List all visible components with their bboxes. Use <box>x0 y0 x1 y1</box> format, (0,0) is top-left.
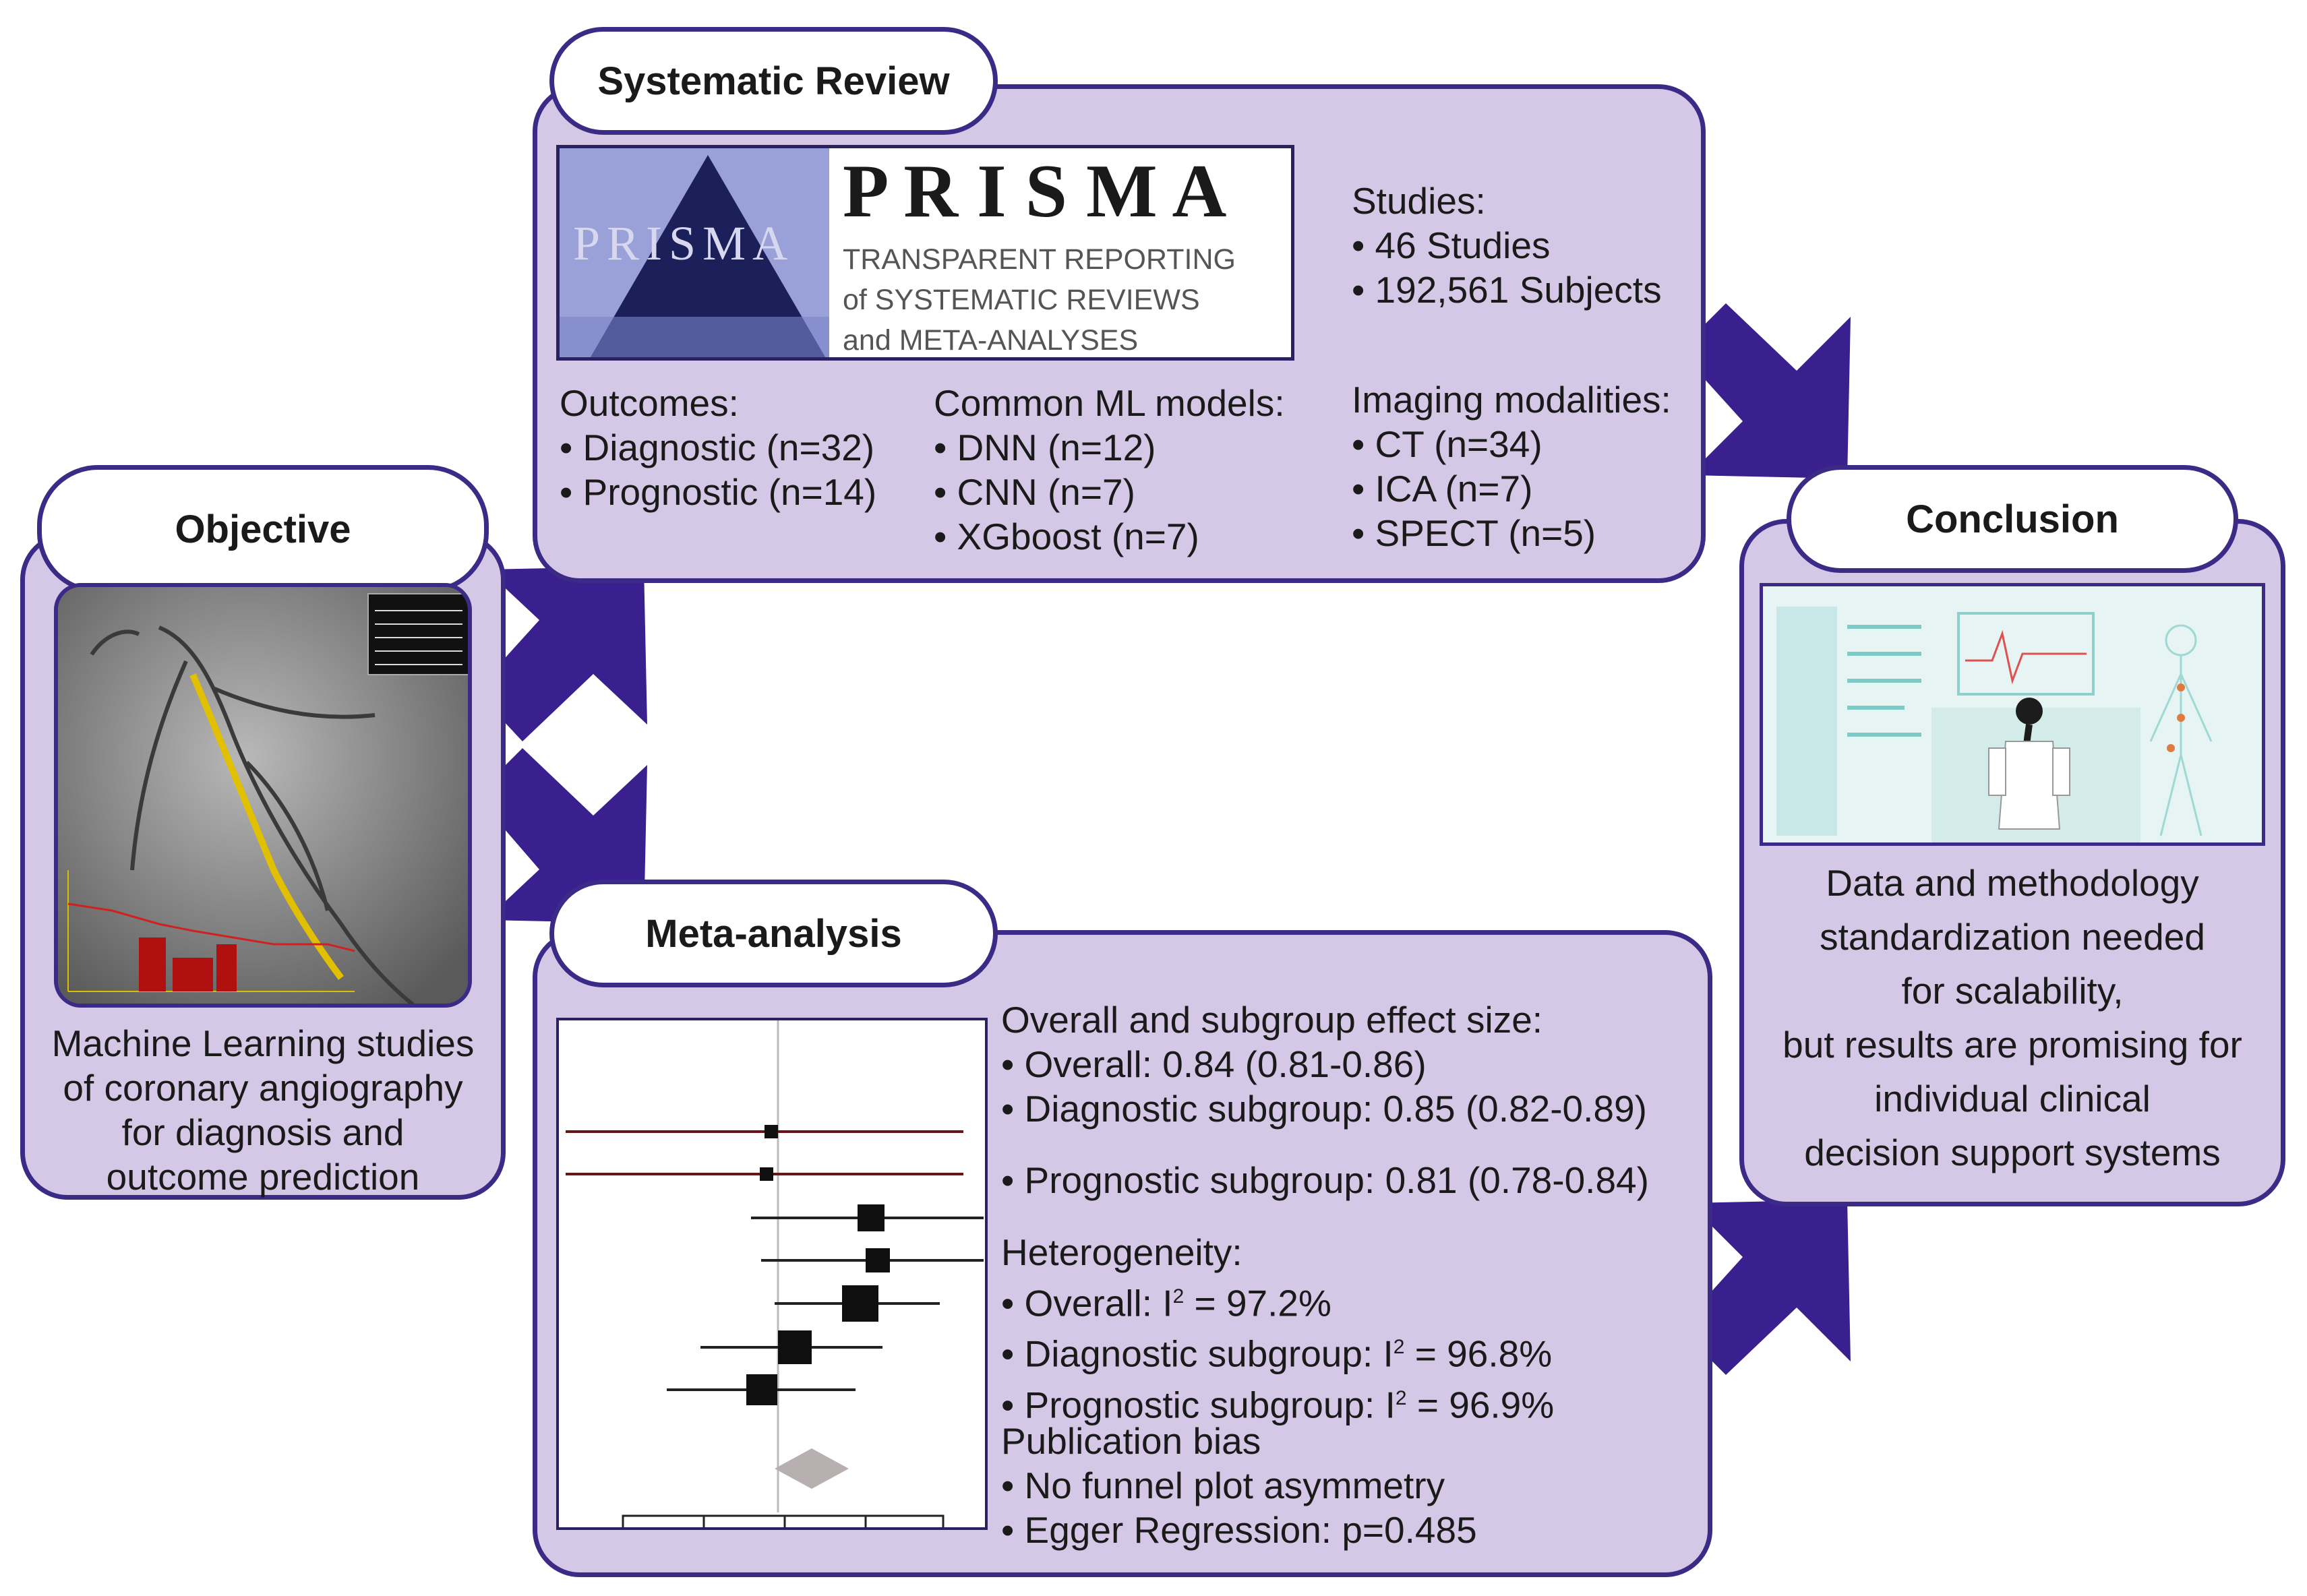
prisma-logo: PRISMA P R I S M A TRANSPARENT REPORTING… <box>556 145 1294 361</box>
studies-block: Studies: • 46 Studies • 192,561 Subjects <box>1352 180 1662 311</box>
systematic-review-title: Systematic Review <box>549 27 998 135</box>
coronary-angiography-image <box>54 583 472 1008</box>
arrow-meta-to-conclusion <box>1679 1200 1851 1375</box>
outcomes-block: Outcomes: • Diagnostic (n=32) • Prognost… <box>560 382 877 513</box>
objective-title: Objective <box>37 465 489 593</box>
imaging-modalities-block: Imaging modalities: • CT (n=34) • ICA (n… <box>1352 379 1671 554</box>
conclusion-text: Data and methodology standardization nee… <box>1782 862 2242 1173</box>
heterogeneity-prognostic: • Prognostic subgroup: I2 = 96.9% <box>1001 1383 1555 1425</box>
conclusion-title: Conclusion <box>1787 465 2238 573</box>
ml-models-block: Common ML models: • DNN (n=12) • CNN (n=… <box>934 382 1285 557</box>
prisma-tagline: TRANSPARENT REPORTING of SYSTEMATIC REVI… <box>843 243 1236 357</box>
prisma-emblem-word: PRISMA <box>573 216 795 270</box>
meta-analysis-title: Meta-analysis <box>549 880 998 987</box>
prisma-word: P R I S M A <box>843 150 1227 233</box>
heterogeneity-diagnostic: • Diagnostic subgroup: I2 = 96.8% <box>1001 1332 1553 1375</box>
heterogeneity-block: Heterogeneity: • Overall: I2 = 97.2% • D… <box>1001 1231 1555 1425</box>
clinical-dashboard-illustration <box>1760 583 2265 846</box>
publication-bias-block: Publication bias • No funnel plot asymme… <box>1001 1420 1477 1551</box>
arrow-objective-to-review <box>475 566 647 741</box>
heterogeneity-overall: • Overall: I2 = 97.2% <box>1001 1282 1331 1324</box>
arrow-review-to-conclusion <box>1679 303 1851 479</box>
effect-size-block: Overall and subgroup effect size: • Over… <box>1001 999 1649 1201</box>
objective-caption: Machine Learning studies of coronary ang… <box>51 1022 475 1198</box>
forest-plot-icon <box>556 1018 988 1530</box>
